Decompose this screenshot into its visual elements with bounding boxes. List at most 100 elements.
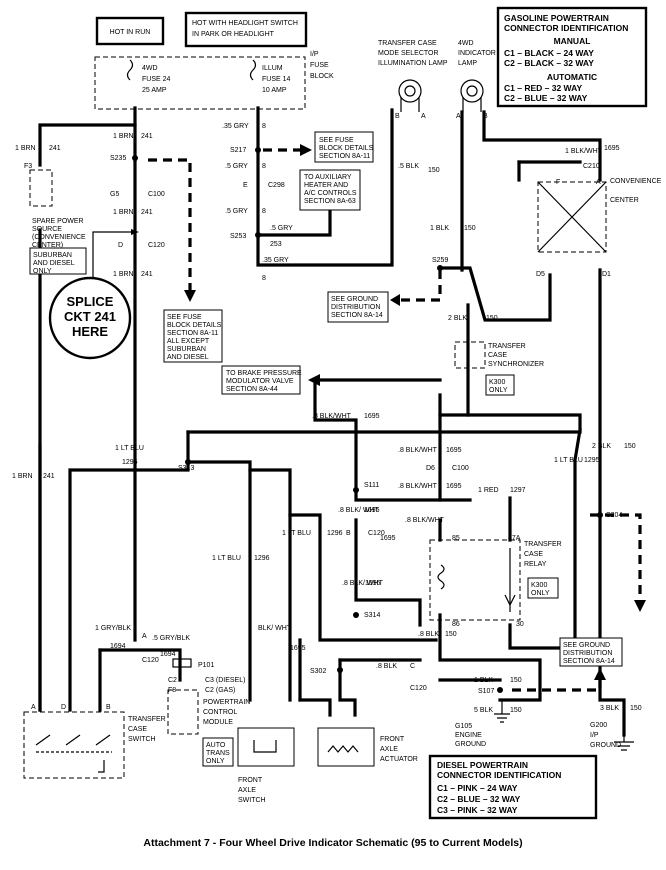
4wd-indicator-lamp: 4WD INDICATOR LAMP xyxy=(458,40,496,112)
svg-text:SEE FUSE: SEE FUSE xyxy=(319,137,354,144)
svg-text:CASE: CASE xyxy=(524,551,543,558)
svg-text:241: 241 xyxy=(43,473,55,480)
svg-text:I/P: I/P xyxy=(590,732,599,739)
svg-text:.8 BLK/WHT: .8 BLK/WHT xyxy=(312,413,352,420)
svg-text:C3 – PINK – 32 WAY: C3 – PINK – 32 WAY xyxy=(437,805,518,815)
hot-in-run-box: HOT IN RUN xyxy=(95,16,165,46)
svg-text:C298: C298 xyxy=(268,182,285,189)
svg-text:MANUAL: MANUAL xyxy=(554,36,591,46)
svg-text:A: A xyxy=(456,113,461,120)
ip-ground-g200: G200 I/P GROUND xyxy=(590,722,634,751)
svg-text:A: A xyxy=(142,633,147,640)
note-aux-heater: TO AUXILIARY HEATER AND A/C CONTROLS SEC… xyxy=(299,169,361,211)
svg-text:C120: C120 xyxy=(368,530,385,537)
svg-text:FRONT: FRONT xyxy=(380,736,405,743)
svg-text:SEE GROUND: SEE GROUND xyxy=(563,642,610,649)
svg-text:A: A xyxy=(421,113,426,120)
svg-text:C2 – BLUE – 32 WAY: C2 – BLUE – 32 WAY xyxy=(437,794,521,804)
svg-text:ONLY: ONLY xyxy=(206,758,225,765)
svg-text:B: B xyxy=(106,704,111,711)
svg-text:SOURCE: SOURCE xyxy=(32,226,62,233)
svg-text:MODULATOR VALVE: MODULATOR VALVE xyxy=(226,378,294,385)
dashed-reference-arrows xyxy=(148,144,646,692)
svg-text:F: F xyxy=(556,179,560,186)
svg-text:TRANSFER: TRANSFER xyxy=(488,343,526,350)
svg-text:.8 BLK/WHT: .8 BLK/WHT xyxy=(405,517,445,524)
svg-text:241: 241 xyxy=(141,271,153,278)
svg-text:C1 – PINK – 24 WAY: C1 – PINK – 24 WAY xyxy=(437,783,518,793)
convenience-center: CONVENIENCE CENTER C210 D5 D1 xyxy=(536,163,662,278)
svg-text:BLK/ WHT: BLK/ WHT xyxy=(258,625,292,632)
svg-text:86: 86 xyxy=(452,621,460,628)
spare-power-source: SPARE POWER SOURCE (CONVENIENCE CENTER) … xyxy=(24,163,86,249)
svg-text:A: A xyxy=(31,704,36,711)
svg-text:SECTION 8A-11: SECTION 8A-11 xyxy=(319,153,370,160)
fuse-14-icon xyxy=(249,59,257,81)
svg-text:S314: S314 xyxy=(364,612,380,619)
note-ground-distribution-2: SEE GROUND DISTRIBUTION SECTION 8A-14 xyxy=(559,637,623,667)
svg-text:SECTION 8A-63: SECTION 8A-63 xyxy=(304,198,356,205)
mode-lamp-bulb-icon xyxy=(398,79,422,103)
svg-text:241: 241 xyxy=(141,133,153,140)
svg-text:DISTRIBUTION: DISTRIBUTION xyxy=(563,650,612,657)
svg-text:SWITCH: SWITCH xyxy=(128,736,156,743)
svg-text:AUTOMATIC: AUTOMATIC xyxy=(547,72,597,82)
transfer-case-synchronizer: TRANSFER CASE SYNCHRONIZER xyxy=(454,341,544,369)
svg-text:.8 BLK/ WHT: .8 BLK/ WHT xyxy=(338,507,380,514)
svg-text:1 BRN: 1 BRN xyxy=(113,209,134,216)
svg-text:BLOCK DETAILS: BLOCK DETAILS xyxy=(319,145,374,152)
svg-text:8: 8 xyxy=(262,163,266,170)
svg-text:INDICATOR: INDICATOR xyxy=(458,50,496,57)
ground-icon-2 xyxy=(614,735,634,751)
svg-text:S302: S302 xyxy=(310,668,326,675)
svg-text:K300: K300 xyxy=(531,582,547,589)
svg-text:C120: C120 xyxy=(410,685,427,692)
svg-text:150: 150 xyxy=(630,705,642,712)
svg-text:1 BRN: 1 BRN xyxy=(12,473,33,480)
svg-text:B: B xyxy=(395,113,400,120)
svg-text:1 BRN: 1 BRN xyxy=(113,133,134,140)
svg-text:10 AMP: 10 AMP xyxy=(262,87,287,94)
svg-text:F8: F8 xyxy=(168,687,176,694)
svg-text:HEATER AND: HEATER AND xyxy=(304,182,348,189)
svg-text:.5 GRY: .5 GRY xyxy=(225,208,248,215)
note-auto-trans: AUTO TRANS ONLY xyxy=(202,737,234,767)
powertrain-control-module: POWERTRAIN CONTROL MODULE C3 (DIESEL) C2… xyxy=(167,658,250,735)
svg-text:I/P: I/P xyxy=(310,51,319,58)
svg-text:150: 150 xyxy=(510,677,522,684)
svg-text:1695: 1695 xyxy=(604,145,620,152)
wire-labels: 1 BRN 241 1 BRN 241 1 BRN 241 1 BRN 241 … xyxy=(12,123,642,714)
transfer-case-relay: TRANSFER CASE RELAY 85 87A 86 30 xyxy=(429,535,562,628)
ground-icon xyxy=(494,700,510,723)
svg-text:150: 150 xyxy=(624,443,636,450)
svg-text:.5 GRY: .5 GRY xyxy=(270,225,293,232)
svg-text:1695: 1695 xyxy=(364,413,380,420)
svg-text:SUBURBAN: SUBURBAN xyxy=(33,252,72,259)
svg-text:1695: 1695 xyxy=(380,535,396,542)
svg-text:ALL EXCEPT: ALL EXCEPT xyxy=(167,338,210,345)
svg-text:1 LT BLU: 1 LT BLU xyxy=(554,457,583,464)
svg-text:AND DIESEL: AND DIESEL xyxy=(33,260,75,267)
svg-text:C1 – RED – 32 WAY: C1 – RED – 32 WAY xyxy=(504,83,582,93)
svg-text:C2: C2 xyxy=(168,677,177,684)
svg-text:C2 (GAS): C2 (GAS) xyxy=(205,687,235,694)
svg-text:1 BLK: 1 BLK xyxy=(430,225,449,232)
svg-text:1 BLK: 1 BLK xyxy=(474,677,493,684)
svg-text:1297: 1297 xyxy=(510,487,526,494)
svg-text:POWERTRAIN: POWERTRAIN xyxy=(203,699,250,706)
svg-text:C100: C100 xyxy=(452,465,469,472)
svg-text:AXLE: AXLE xyxy=(380,746,398,753)
front-axle-actuator: FRONT AXLE ACTUATOR xyxy=(317,727,418,767)
svg-text:TRANS: TRANS xyxy=(206,750,230,757)
mode-selector-lamp: TRANSFER CASE MODE SELECTOR ILLUMINATION… xyxy=(378,40,448,112)
svg-text:CONTROL: CONTROL xyxy=(203,709,237,716)
svg-text:SWITCH: SWITCH xyxy=(238,797,266,804)
svg-text:C1 – BLACK – 24 WAY: C1 – BLACK – 24 WAY xyxy=(504,48,594,58)
svg-text:F3: F3 xyxy=(24,163,32,170)
svg-text:.8 BLK/WHT: .8 BLK/WHT xyxy=(398,447,438,454)
relay-coil-icon xyxy=(437,564,445,590)
svg-text:1296: 1296 xyxy=(254,555,270,562)
svg-text:S111: S111 xyxy=(364,482,379,489)
splice-points: S235 S217 S253 S259 S313 S111 S314 S302 … xyxy=(110,147,622,695)
svg-text:S253: S253 xyxy=(230,233,246,240)
